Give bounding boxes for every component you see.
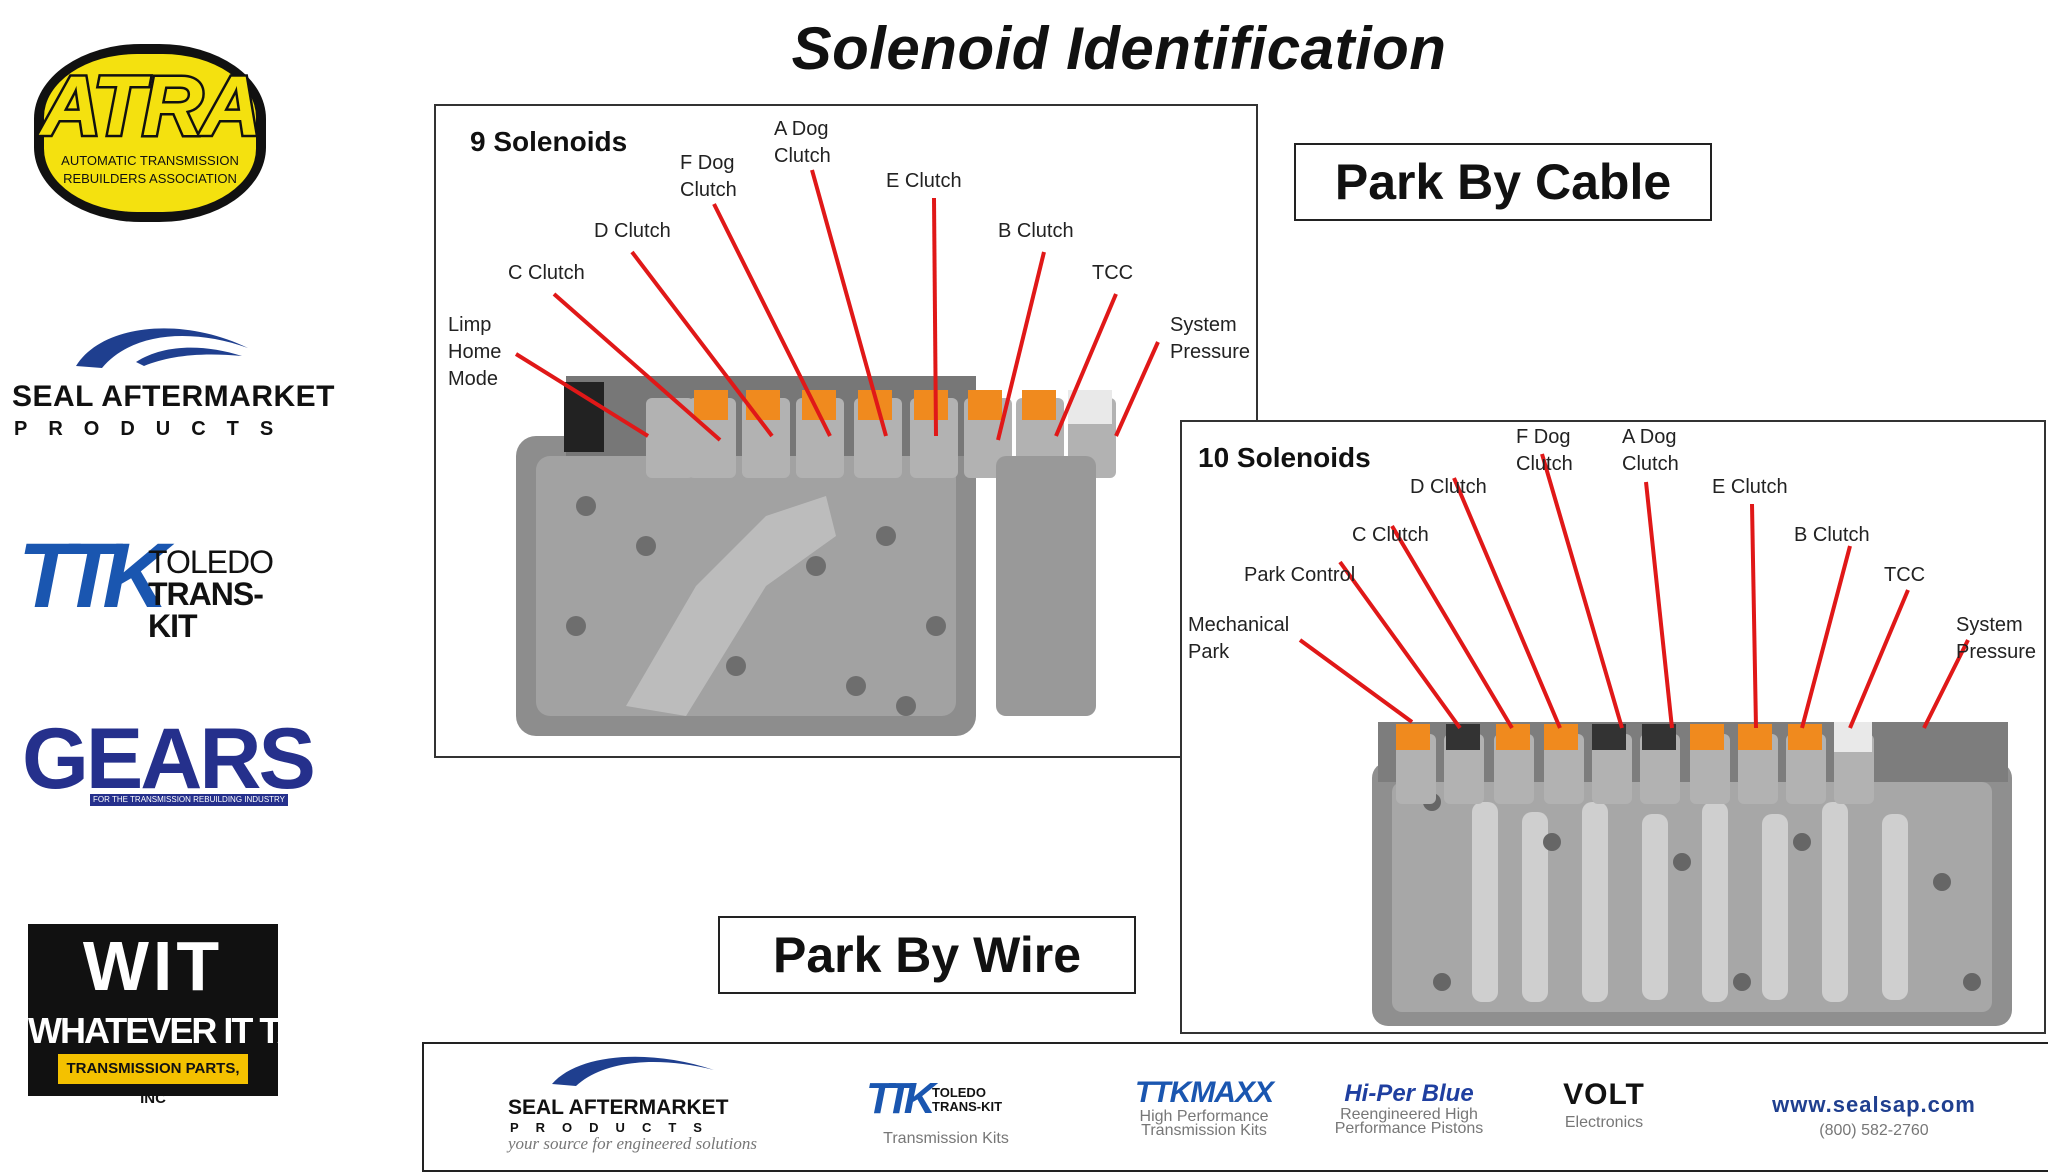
- pointer-lines-9: [514, 169, 1160, 442]
- footer-seal-name: SEAL AFTERMARKET: [508, 1096, 729, 1119]
- label-limp-home-mode: Limp Home Mode: [448, 314, 502, 390]
- seal-swoosh-icon: [76, 328, 248, 368]
- footer-ttkmaxx-sub1: High Performance: [1139, 1108, 1269, 1125]
- atra-logo-line1: AUTOMATIC TRANSMISSION: [61, 153, 239, 168]
- valve-body-photo-10: [1298, 453, 2012, 1026]
- footer-ttk-mark: TTK: [866, 1074, 935, 1123]
- ten-solenoid-panel: 10 Solenoids Mechanical Park Park Contro…: [1180, 420, 2046, 1034]
- atra-logo: ATRA AUTOMATIC TRANSMISSION REBUILDERS AS…: [34, 44, 266, 222]
- toledo-trans-kit-logo: TTK TOLEDO TRANS-KIT: [10, 525, 300, 642]
- footer-hiperblue-mark: Hi-Per Blue: [1344, 1080, 1474, 1107]
- pointer-lines-10: [1298, 453, 1970, 730]
- footer-volt-logo: VOLT Electronics: [1544, 1078, 1664, 1168]
- label-a-dog-clutch: A Dog Clutch: [774, 118, 831, 167]
- label-park-control: Park Control: [1244, 564, 1356, 586]
- footer-ttkmaxx-logo: TTKMAXX High Performance Transmission Ki…: [1124, 1076, 1284, 1166]
- label-c-clutch: C Clutch: [508, 262, 585, 284]
- label-tcc: TCC: [1092, 262, 1134, 284]
- footer-ttk-logo: TTK TOLEDO TRANS-KIT Transmission Kits: [866, 1074, 1026, 1168]
- park-by-wire-callout: Park By Wire: [718, 916, 1136, 994]
- wit-logo-line2: TRANSMISSION PARTS, INC: [58, 1054, 248, 1107]
- footer-phone: (800) 582-2760: [1819, 1122, 1929, 1139]
- park-by-cable-callout: Park By Cable: [1294, 143, 1712, 221]
- label-system-pressure: System Pressure: [1170, 314, 1251, 363]
- footer-ttkmaxx-mark: TTKMAXX: [1135, 1076, 1274, 1109]
- footer-volt-mark: VOLT: [1563, 1078, 1645, 1111]
- seal-swoosh-icon: [552, 1056, 714, 1086]
- label-d-clutch: D Clutch: [1410, 476, 1487, 498]
- wit-logo: WIT WHATEVER IT TAKES TRANSMISSION PARTS…: [28, 924, 371, 1107]
- wit-logo-line1: WHATEVER IT TAKES: [28, 1010, 371, 1051]
- footer-ttk-sub: Transmission Kits: [883, 1130, 1009, 1147]
- footer-seal-sub: PRODUCTS: [510, 1120, 719, 1135]
- gears-logo: GEARS FOR THE TRANSMISSION REBUILDING IN…: [10, 716, 316, 806]
- seal-logo-sub: PRODUCTS: [14, 418, 295, 440]
- label-b-clutch: B Clutch: [998, 220, 1074, 242]
- atra-logo-name: ATRA: [38, 57, 264, 156]
- label-mechanical-park: Mechanical Park: [1188, 614, 1290, 663]
- wit-logo-mark: WIT: [82, 927, 224, 1005]
- ttk-logo-mark: TTK: [18, 525, 169, 627]
- label-b-clutch: B Clutch: [1794, 524, 1870, 546]
- footer-ttkmaxx-sub2: Transmission Kits: [1141, 1122, 1267, 1139]
- label-tcc: TCC: [1884, 564, 1926, 586]
- panel-10-title: 10 Solenoids: [1198, 442, 1371, 473]
- panel-9-title: 9 Solenoids: [470, 126, 628, 157]
- nine-solenoid-panel: 9 Solenoids Limp Home Mode C Clutch D Cl…: [434, 104, 1258, 758]
- footer-hiperblue-sub1: Reengineered High: [1340, 1106, 1478, 1123]
- footer-seal-tagline: your source for engineered solutions: [508, 1134, 757, 1153]
- label-f-dog-clutch: F Dog Clutch: [1516, 426, 1573, 475]
- footer-volt-sub: Electronics: [1564, 1114, 1644, 1131]
- footer-hiperblue-sub2: Performance Pistons: [1334, 1120, 1484, 1137]
- label-d-clutch: D Clutch: [594, 220, 671, 242]
- slide-title: Solenoid Identification: [791, 15, 1447, 82]
- gears-logo-name: GEARS: [22, 711, 316, 807]
- label-system-pressure: System Pressure: [1956, 614, 2037, 663]
- label-a-dog-clutch: A Dog Clutch: [1622, 426, 1679, 475]
- solenoid-row-9: [646, 390, 1116, 478]
- footer-hiperblue-logo: Hi-Per Blue Reengineered High Performanc…: [1324, 1080, 1494, 1170]
- atra-logo-line2: REBUILDERS ASSOCIATION: [63, 171, 237, 186]
- seal-logo-name: SEAL AFTERMARKET: [12, 380, 335, 413]
- valve-body-photo-9: [514, 169, 1160, 736]
- label-e-clutch: E Clutch: [886, 170, 962, 192]
- footer-website: www.sealsap.com (800) 582-2760: [1754, 1092, 1994, 1152]
- label-f-dog-clutch: F Dog Clutch: [680, 152, 737, 201]
- footer-ttk-name: TOLEDO TRANS-KIT: [932, 1085, 1003, 1114]
- ttk-logo-line1: TOLEDO: [148, 544, 274, 580]
- label-c-clutch: C Clutch: [1352, 524, 1429, 546]
- gears-logo-tag: FOR THE TRANSMISSION REBUILDING INDUSTRY: [90, 794, 288, 806]
- footer-url-link[interactable]: www.sealsap.com: [1772, 1092, 1976, 1117]
- footer-sponsor-strip: SEAL AFTERMARKET PRODUCTS your source fo…: [422, 1042, 2048, 1172]
- ttk-logo-line2: TRANS-KIT: [148, 576, 264, 644]
- label-e-clutch: E Clutch: [1712, 476, 1788, 498]
- seal-aftermarket-logo: SEAL AFTERMARKET PRODUCTS: [10, 322, 335, 440]
